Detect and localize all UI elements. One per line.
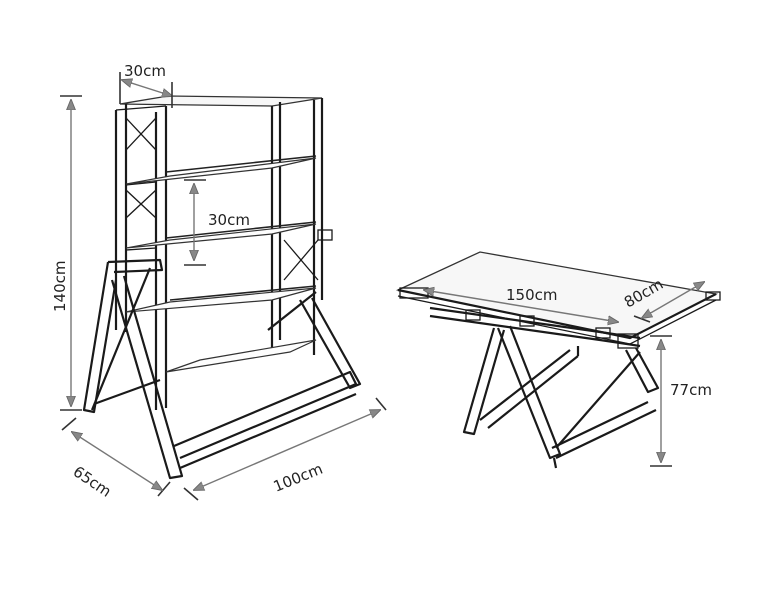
- shelf-dimension-annotations: 30cm 30cm 140cm 65cm 100cm: [51, 62, 387, 501]
- shelf-base-depth-label: 65cm: [70, 462, 115, 500]
- shelf-top-board: [119, 95, 323, 107]
- table-width-dimension-line: [642, 282, 704, 318]
- table-x-legs: [462, 325, 660, 469]
- shelf-clamp: [317, 229, 333, 241]
- shelf-depth-label: 30cm: [124, 62, 166, 80]
- table-length-dimension-line: [424, 290, 618, 322]
- shelf-width-label: 100cm: [271, 460, 325, 496]
- shelf-boards: [125, 155, 317, 373]
- shelf-left-frame: [114, 104, 168, 410]
- table-height-label: 77cm: [670, 381, 712, 399]
- shelf-spacing-label: 30cm: [208, 211, 250, 229]
- table-configuration-drawing: [395, 251, 721, 469]
- shelf-base-depth-dimension-line: [72, 432, 162, 490]
- shelf-width-dimension-line: [194, 410, 380, 490]
- shelf-height-label: 140cm: [51, 261, 69, 313]
- table-length-label: 150cm: [506, 286, 558, 304]
- shelf-configuration-drawing: [82, 95, 362, 480]
- shelf-depth-dimension-line: [122, 80, 172, 96]
